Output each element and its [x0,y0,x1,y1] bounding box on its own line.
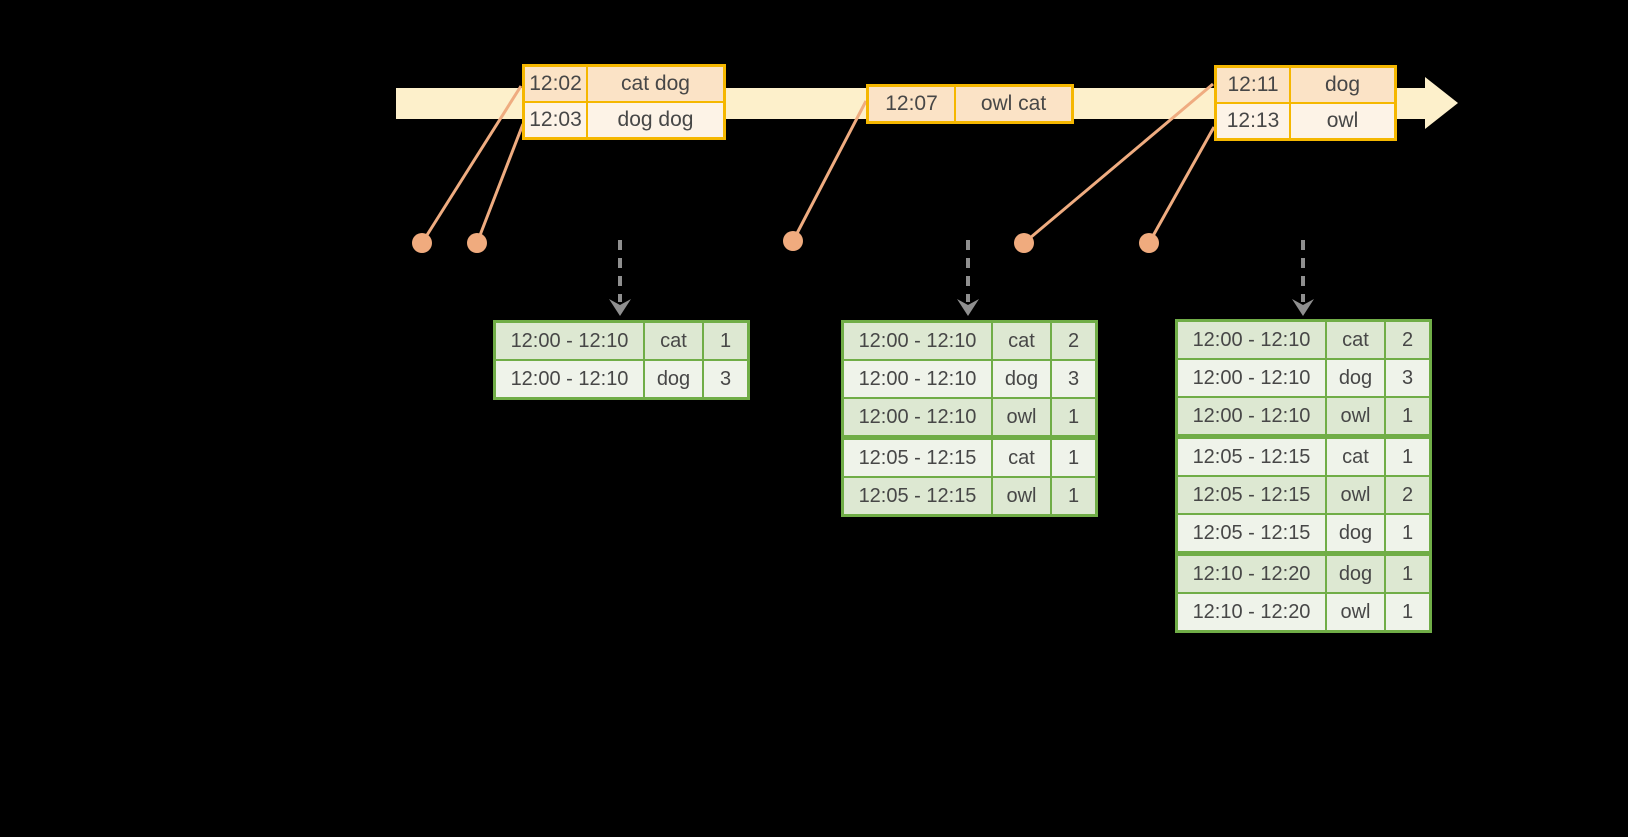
count-cell: 3 [704,361,747,397]
word-cell: dog [1327,360,1384,396]
event-connector-line [420,85,523,244]
window-cell: 12:05 - 12:15 [844,440,991,476]
count-cell: 3 [1052,361,1095,397]
window-cell: 12:05 - 12:15 [1178,515,1325,551]
event-dot [1139,233,1159,253]
count-cell: 1 [1386,398,1429,434]
count-cell: 1 [1386,594,1429,630]
trigger-arrowhead-icon [1292,299,1314,316]
window-cell: 12:00 - 12:10 [496,323,643,359]
event-time-cell: 12:03 [525,103,586,137]
event-connector-line [1023,82,1214,245]
trigger-arrowhead-icon [957,299,979,316]
event-time-cell: 12:07 [869,87,954,121]
count-cell: 2 [1052,323,1095,359]
window-cell: 12:00 - 12:10 [844,323,991,359]
word-cell: dog [1327,515,1384,551]
event-connector-line [791,100,868,242]
event-time-cell: 12:13 [1217,104,1289,138]
trigger-arrowhead-icon [609,299,631,316]
word-cell: owl [1327,594,1384,630]
event-time-cell: 12:02 [525,67,586,101]
word-cell: dog [1327,556,1384,592]
word-cell: cat [645,323,702,359]
word-cell: owl [993,478,1050,514]
count-cell: 3 [1386,360,1429,396]
count-cell: 1 [704,323,747,359]
window-cell: 12:00 - 12:10 [1178,360,1325,396]
word-cell: cat [1327,322,1384,358]
window-cell: 12:00 - 12:10 [1178,322,1325,358]
count-cell: 1 [1052,440,1095,476]
word-cell: cat [993,323,1050,359]
window-cell: 12:00 - 12:10 [1178,398,1325,434]
window-cell: 12:00 - 12:10 [844,361,991,397]
count-cell: 1 [1386,515,1429,551]
event-words-cell: dog dog [588,103,723,137]
word-cell: owl [1327,477,1384,513]
count-cell: 1 [1052,399,1095,435]
timeline-arrowhead-icon [1425,77,1458,129]
count-cell: 2 [1386,322,1429,358]
event-words-cell: cat dog [588,67,723,101]
window-cell: 12:00 - 12:10 [844,399,991,435]
event-dot [1014,233,1034,253]
event-dot [783,231,803,251]
event-connector-line [475,123,525,244]
word-cell: cat [1327,439,1384,475]
word-cell: cat [993,440,1050,476]
window-cell: 12:10 - 12:20 [1178,594,1325,630]
word-cell: owl [993,399,1050,435]
window-cell: 12:10 - 12:20 [1178,556,1325,592]
event-time-cell: 12:11 [1217,68,1289,102]
event-words-cell: owl [1291,104,1394,138]
event-dot [467,233,487,253]
event-words-cell: owl cat [956,87,1071,121]
window-cell: 12:00 - 12:10 [496,361,643,397]
event-connector-line [1147,126,1216,244]
window-cell: 12:05 - 12:15 [1178,439,1325,475]
count-cell: 1 [1386,439,1429,475]
event-words-cell: dog [1291,68,1394,102]
count-cell: 1 [1386,556,1429,592]
count-cell: 2 [1386,477,1429,513]
window-cell: 12:05 - 12:15 [844,478,991,514]
count-cell: 1 [1052,478,1095,514]
word-cell: owl [1327,398,1384,434]
event-dot [412,233,432,253]
word-cell: dog [645,361,702,397]
word-cell: dog [993,361,1050,397]
window-cell: 12:05 - 12:15 [1178,477,1325,513]
